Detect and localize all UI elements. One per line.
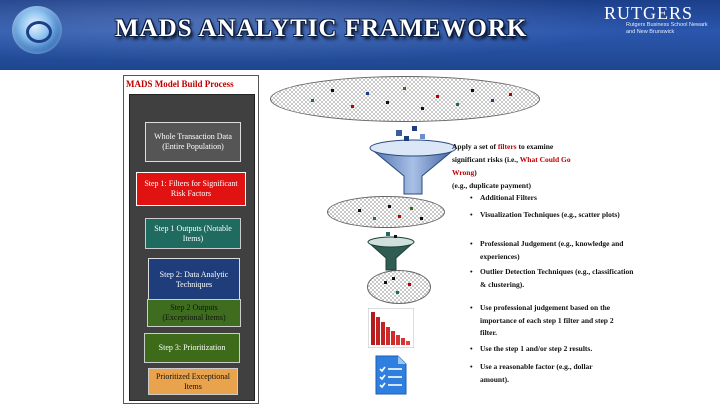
header-banner: MADS ANALYTIC FRAMEWORK RUTGERS Rutgers …	[0, 0, 720, 70]
list-item: •Use the step 1 and/or step 2 results.	[470, 344, 593, 353]
exceptional-items-ellipse	[367, 270, 431, 304]
step2-output-box: Step 2 Outputs (Exceptional Items)	[147, 299, 241, 327]
page-title: MADS ANALYTIC FRAMEWORK	[115, 15, 528, 42]
org-logo: RUTGERS Rutgers Business School Newark a…	[600, 0, 720, 44]
filter-text: significant risks (i.e.,	[452, 155, 520, 164]
process-flow: Whole Transaction Data (Entire Populatio…	[129, 94, 255, 401]
process-panel-title: MADS Model Build Process	[126, 79, 234, 89]
priority-label: Use a reasonable factor (e.g., dollar am…	[480, 362, 593, 384]
priority-label: Use professional judgement based on the …	[480, 303, 614, 337]
list-item: •Professional Judgement (e.g., knowledge…	[470, 239, 624, 261]
bar-chart-icon	[368, 308, 414, 348]
process-panel: MADS Model Build Process Whole Transacti…	[123, 75, 259, 404]
step3-box: Step 3: Prioritization	[144, 333, 240, 363]
technique-label: Visualization Techniques (e.g., scatter …	[480, 210, 620, 219]
checklist-document-icon	[375, 355, 407, 395]
priority-label: Use the step 1 and/or step 2 results.	[480, 344, 593, 353]
list-item: •Use professional judgement based on the…	[470, 303, 614, 337]
funnel-icon	[367, 232, 415, 271]
filter-example: (e.g., duplicate payment)	[452, 181, 531, 190]
header-glow	[0, 0, 720, 70]
technique-label: Professional Judgement (e.g., knowledge …	[480, 239, 624, 261]
filter-description: Apply a set of filters to examine signif…	[452, 140, 620, 192]
org-name: RUTGERS	[604, 3, 694, 23]
filter-text: )	[474, 168, 477, 177]
step1-box: Step 1: Filters for Significant Risk Fac…	[136, 172, 246, 206]
filter-keyword: What Could Go	[519, 155, 571, 164]
funnel-icon	[369, 126, 457, 195]
whole-data-box: Whole Transaction Data (Entire Populatio…	[145, 122, 241, 162]
swirl-logo-icon	[12, 6, 62, 54]
notable-items-ellipse	[327, 196, 445, 228]
prioritized-box: Prioritized Exceptional Items	[148, 368, 238, 395]
filter-text: to examine	[516, 142, 554, 151]
filter-text: Apply a set of	[452, 142, 498, 151]
list-item: •Visualization Techniques (e.g., scatter…	[470, 210, 620, 219]
org-subtitle: Rutgers Business School Newark and New B…	[626, 22, 708, 35]
step1-output-box: Step 1 Outputs (Notable Items)	[145, 218, 241, 249]
list-item: •Use a reasonable factor (e.g., dollar a…	[470, 362, 593, 384]
additional-filters-label: Additional Filters	[480, 193, 537, 202]
step2-box: Step 2: Data Analytic Techniques	[148, 258, 240, 302]
filter-keyword: Wrong	[452, 168, 475, 177]
population-ellipse	[270, 76, 540, 122]
filter-keyword: filters	[497, 142, 517, 151]
technique-label: Outlier Detection Techniques (e.g., clas…	[480, 267, 634, 289]
list-item: •Outlier Detection Techniques (e.g., cla…	[470, 267, 634, 289]
list-item: •Additional Filters	[470, 193, 537, 202]
